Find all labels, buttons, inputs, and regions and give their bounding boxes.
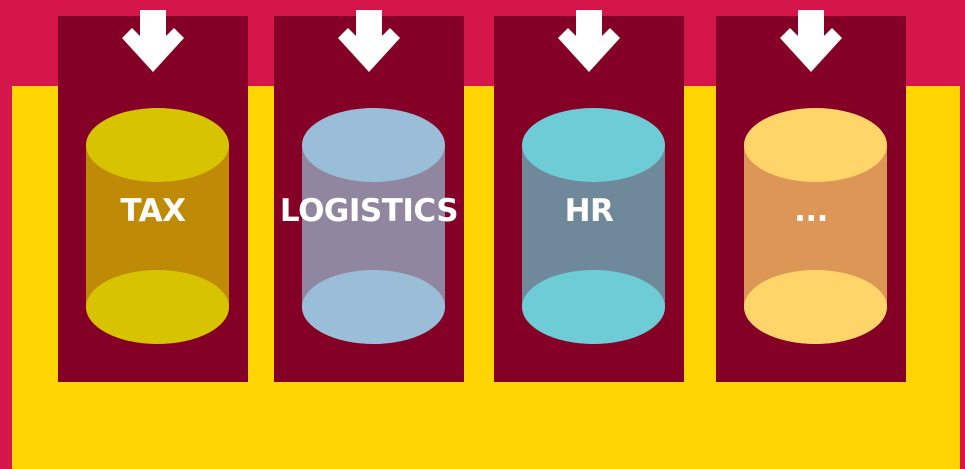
database-column-hr: HR	[494, 10, 684, 382]
database-cylinder	[522, 108, 665, 344]
database-label: LOGISTICS	[279, 193, 459, 229]
down-arrow-icon	[338, 10, 400, 72]
database-cylinder	[744, 108, 887, 344]
database-label: ...	[794, 193, 828, 229]
down-arrow-icon	[780, 10, 842, 72]
down-arrow-icon	[122, 10, 184, 72]
database-column-more: ...	[716, 10, 906, 382]
database-cylinder	[86, 108, 229, 344]
database-column-logistics: LOGISTICS	[274, 10, 464, 382]
database-column-tax: TAX	[58, 10, 248, 382]
down-arrow-icon	[558, 10, 620, 72]
database-cylinder	[302, 108, 445, 344]
database-label: TAX	[120, 193, 186, 229]
database-label: HR	[564, 193, 614, 229]
